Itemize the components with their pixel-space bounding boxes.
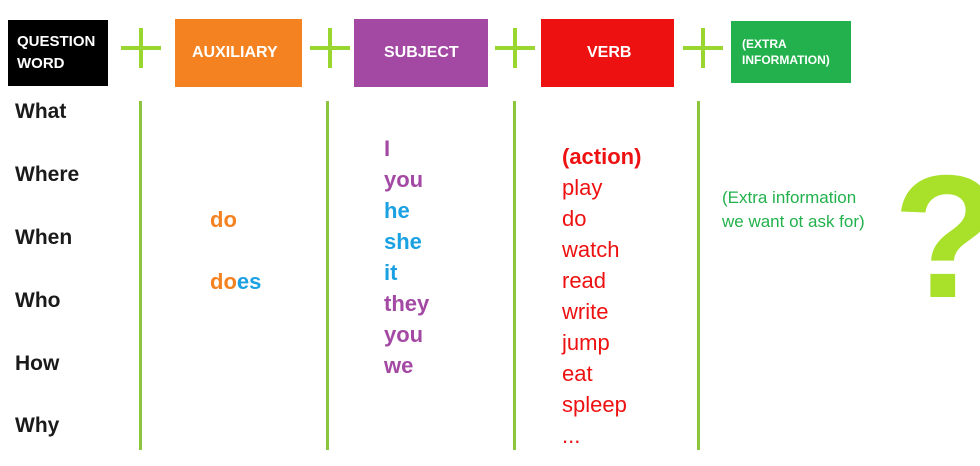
column-divider [513, 101, 516, 450]
question-word: Why [15, 414, 60, 437]
plus-icon [495, 28, 535, 68]
verb-item: eat [562, 361, 593, 386]
extra-information-text: (Extra information we want ot ask for) [722, 188, 865, 231]
header-question-word: QUESTION WORD [8, 20, 108, 86]
verb-item: read [562, 268, 607, 293]
auxiliary-does: does [210, 266, 261, 297]
question-mark-icon: ? [893, 150, 980, 325]
auxiliary-do: do [210, 204, 237, 235]
plus-icon [121, 28, 161, 68]
subject-item: you [384, 167, 424, 192]
subject-item: I [384, 136, 391, 161]
verb-item: ... [562, 423, 581, 448]
question-word: What [15, 100, 67, 123]
verb-list: (action) play do watch read write jump e… [562, 141, 641, 451]
plus-icon [310, 28, 350, 68]
subject-item: we [384, 353, 414, 378]
verb-item: spleep [562, 392, 627, 417]
column-divider [697, 101, 700, 450]
question-word: How [15, 352, 60, 375]
verb-item: watch [562, 237, 620, 262]
header-extra-information: (EXTRA INFORMATION) [731, 21, 851, 83]
question-word: Where [15, 163, 80, 186]
verb-item: write [562, 299, 609, 324]
subject-item: she [384, 229, 422, 254]
header-question-word-label: QUESTION WORD [17, 33, 96, 72]
header-auxiliary: AUXILIARY [175, 19, 302, 87]
verb-item: play [562, 175, 603, 200]
header-verb: VERB [541, 19, 674, 87]
subject-item: you [384, 322, 424, 347]
header-subject-label: SUBJECT [384, 44, 459, 61]
header-auxiliary-label: AUXILIARY [192, 44, 278, 61]
auxiliary-does-prefix: do [210, 269, 237, 294]
verb-item: jump [562, 330, 610, 355]
auxiliary-do-text: do [210, 207, 237, 232]
subject-item: he [384, 198, 410, 223]
subject-item: they [384, 291, 430, 316]
header-verb-label: VERB [587, 44, 632, 61]
question-word: Who [15, 289, 61, 312]
column-divider [139, 101, 142, 450]
auxiliary-does-suffix: es [236, 269, 262, 294]
column-divider [326, 101, 329, 450]
question-word: When [15, 226, 73, 249]
plus-icon [683, 28, 723, 68]
verb-item: do [562, 206, 587, 231]
header-subject: SUBJECT [354, 19, 488, 87]
verb-item: (action) [562, 144, 642, 169]
header-extra-label: (EXTRA INFORMATION) [742, 37, 830, 67]
subject-item: it [384, 260, 398, 285]
subject-list: I you he she it they you we [384, 133, 429, 381]
